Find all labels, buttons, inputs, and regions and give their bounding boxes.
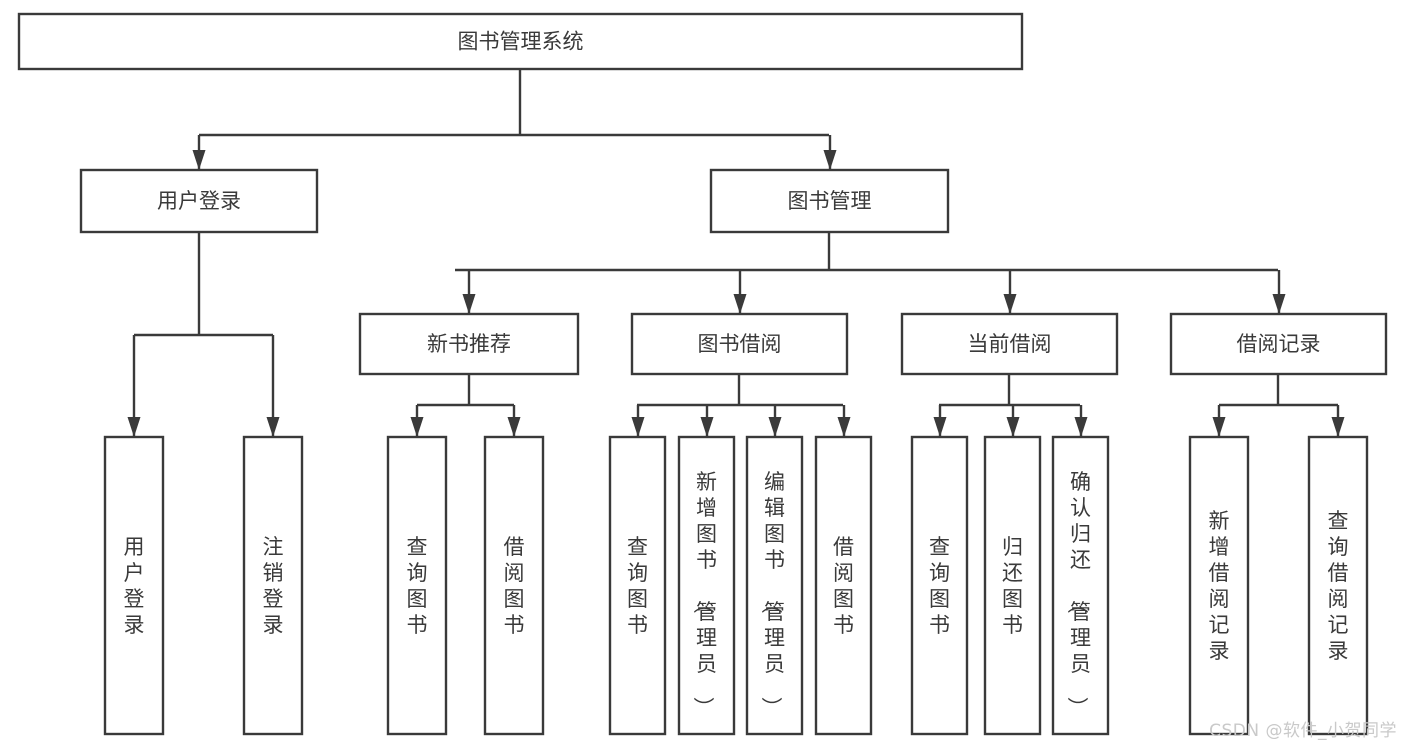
node-label: 查询图书 (407, 535, 428, 637)
node-label: 新增图书（管理员） (691, 470, 717, 718)
arrow-head-icon (1212, 417, 1226, 437)
node-box (1051, 435, 1110, 736)
node-box (814, 435, 873, 736)
node-box (745, 435, 804, 736)
node-label: 查询图书 (627, 535, 648, 637)
node-box (983, 435, 1042, 736)
arrow-head-icon (700, 417, 714, 437)
node-leaf-confirm-return[interactable]: 确认归还（管理员） (1051, 435, 1110, 736)
arrow-head-icon (631, 417, 645, 437)
node-label: 借阅图书 (833, 535, 854, 637)
node-label: 图书管理 (788, 189, 872, 213)
node-box (103, 435, 165, 736)
node-label: 注销登录 (263, 535, 284, 637)
arrow-head-icon (266, 417, 280, 437)
node-label: 借阅图书 (504, 535, 525, 637)
node-user-login[interactable]: 用户登录 (79, 168, 319, 234)
node-label: 用户登录 (157, 189, 241, 213)
arrow-head-icon (1331, 417, 1345, 437)
arrow-head-icon (933, 417, 947, 437)
node-box (79, 168, 319, 234)
node-box (608, 435, 667, 736)
arrow-head-icon (823, 150, 837, 170)
node-label: 图书管理系统 (458, 30, 584, 54)
node-label: 新书推荐 (427, 332, 511, 356)
node-leaf-return-book[interactable]: 归还图书 (983, 435, 1042, 736)
node-box (630, 312, 849, 376)
node-label: 当前借阅 (968, 332, 1052, 356)
node-current-borrow[interactable]: 当前借阅 (900, 312, 1119, 376)
arrow-head-icon (410, 417, 424, 437)
node-label: 借阅记录 (1237, 332, 1321, 356)
node-label: 新增借阅记录 (1209, 509, 1230, 663)
node-box (1188, 435, 1250, 736)
node-label: 查询图书 (929, 535, 950, 637)
node-box (242, 435, 304, 736)
node-leaf-query-book-recommend[interactable]: 查询图书 (386, 435, 448, 736)
arrow-head-icon (507, 417, 521, 437)
arrow-head-icon (127, 417, 141, 437)
node-book-manage[interactable]: 图书管理 (709, 168, 950, 234)
node-new-book-recommend[interactable]: 新书推荐 (358, 312, 580, 376)
node-label: 归还图书 (1002, 535, 1023, 637)
node-box (677, 435, 736, 736)
node-label: 查询借阅记录 (1328, 509, 1349, 663)
arrow-head-icon (837, 417, 851, 437)
node-leaf-logout[interactable]: 注销登录 (242, 435, 304, 736)
arrow-head-icon (1272, 294, 1286, 314)
node-label: 确认归还（管理员） (1065, 470, 1091, 718)
node-root[interactable]: 图书管理系统 (17, 12, 1024, 71)
node-box (709, 168, 950, 234)
node-box (17, 12, 1024, 71)
arrow-head-icon (1003, 294, 1017, 314)
node-leaf-query-book-borrow[interactable]: 查询图书 (608, 435, 667, 736)
node-label: 用户登录 (124, 535, 145, 637)
node-leaf-borrow-book-recommend[interactable]: 借阅图书 (483, 435, 545, 736)
node-box (1307, 435, 1369, 736)
node-label: 编辑图书（管理员） (759, 470, 785, 718)
arrow-head-icon (1074, 417, 1088, 437)
arrow-head-icon (192, 150, 206, 170)
node-box (910, 435, 969, 736)
node-label: 图书借阅 (698, 332, 782, 356)
node-leaf-borrow-book[interactable]: 借阅图书 (814, 435, 873, 736)
arrow-head-icon (768, 417, 782, 437)
node-leaf-user-login[interactable]: 用户登录 (103, 435, 165, 736)
node-leaf-add-book[interactable]: 新增图书（管理员） (677, 435, 736, 736)
node-leaf-query-borrow-record[interactable]: 查询借阅记录 (1307, 435, 1369, 736)
node-leaf-edit-book[interactable]: 编辑图书（管理员） (745, 435, 804, 736)
node-box (483, 435, 545, 736)
arrow-head-icon (1006, 417, 1020, 437)
node-box (358, 312, 580, 376)
node-borrow-record[interactable]: 借阅记录 (1169, 312, 1388, 376)
node-leaf-add-borrow-record[interactable]: 新增借阅记录 (1188, 435, 1250, 736)
arrow-head-icon (462, 294, 476, 314)
node-book-borrow[interactable]: 图书借阅 (630, 312, 849, 376)
node-box (1169, 312, 1388, 376)
node-box (900, 312, 1119, 376)
arrow-head-icon (733, 294, 747, 314)
node-box (386, 435, 448, 736)
node-leaf-query-book-current[interactable]: 查询图书 (910, 435, 969, 736)
